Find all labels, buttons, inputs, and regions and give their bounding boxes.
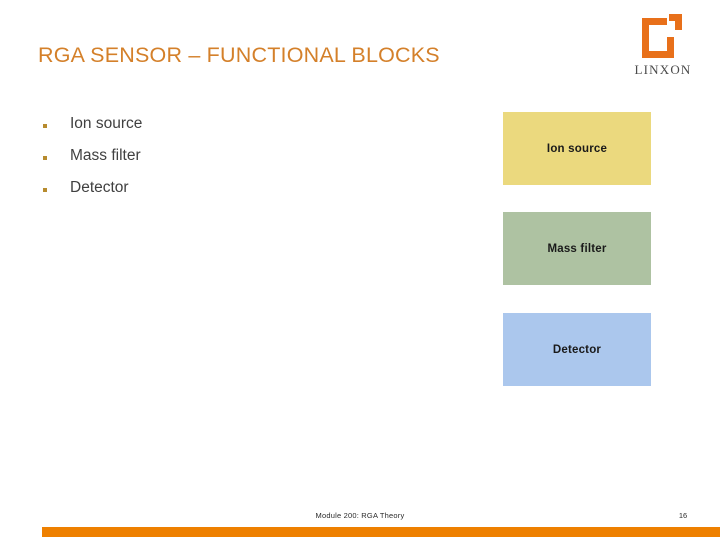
footer-accent-bar <box>42 527 720 537</box>
list-item: Ion source <box>38 113 458 145</box>
logo: LINXON <box>628 14 698 80</box>
diagram-block-label: Ion source <box>546 142 608 155</box>
list-item-label: Ion source <box>70 115 143 132</box>
diagram-block-label: Mass filter <box>547 242 607 255</box>
logo-wordmark: LINXON <box>634 62 692 77</box>
diagram-block-mass-filter: Mass filter <box>503 212 651 285</box>
bullet-marker-icon <box>43 124 47 128</box>
diagram-block-label: Detector <box>552 343 602 356</box>
footer-page-number: 16 <box>678 511 688 520</box>
list-item: Detector <box>38 177 458 209</box>
linxon-square-mark-icon <box>642 14 682 58</box>
page-title: RGA SENSOR – FUNCTIONAL BLOCKS <box>38 43 440 67</box>
bullet-list: Ion source Mass filter Detector <box>38 113 458 209</box>
list-item-label: Mass filter <box>70 147 141 164</box>
bullet-marker-icon <box>43 156 47 160</box>
diagram-block-ion-source: Ion source <box>503 112 651 185</box>
footer-module-text: Module 200: RGA Theory <box>315 511 405 520</box>
bullet-marker-icon <box>43 188 47 192</box>
list-item-label: Detector <box>70 179 129 196</box>
diagram-block-detector: Detector <box>503 313 651 386</box>
list-item: Mass filter <box>38 145 458 177</box>
